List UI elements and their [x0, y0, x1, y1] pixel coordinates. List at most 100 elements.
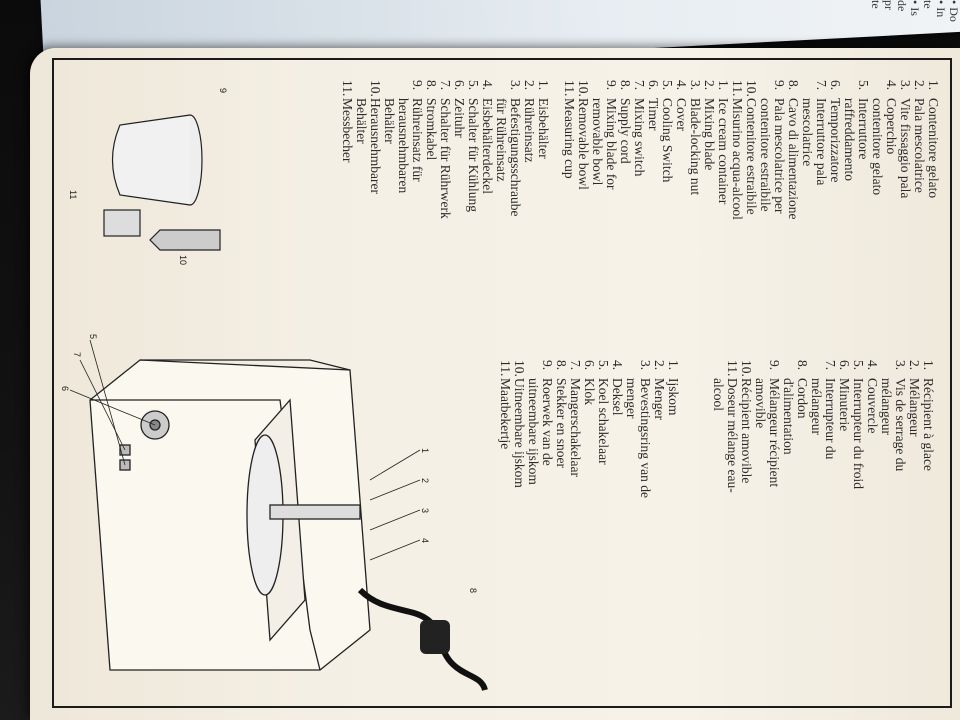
list-item: 9. Pala mescolatrice per	[772, 80, 787, 220]
item-text: Bevestingsring van de	[638, 378, 653, 498]
item-text: Uitneembare ijskom	[512, 378, 527, 488]
list-item: 9.Mélangeur récipient	[767, 360, 782, 493]
item-number	[842, 80, 856, 98]
list-item: 10.Contenitore estraibile	[744, 80, 759, 220]
list-item: menger	[624, 360, 639, 498]
item-text: Blade-locking nut	[688, 98, 703, 196]
list-item: 2. Menger	[652, 360, 667, 498]
item-text: Koel schakelaar	[596, 378, 611, 465]
item-number	[753, 360, 767, 378]
item-number	[809, 360, 823, 378]
list-item: 11.Misurino acqua-alcool	[730, 80, 745, 220]
list-item: mélangeur	[879, 360, 894, 493]
item-text: Schalter für Rührwerk	[438, 98, 453, 219]
item-text: Cover	[674, 98, 689, 131]
item-text: contenitore gelato	[870, 98, 885, 196]
list-item: 10.Herausnehmbarer	[368, 80, 383, 219]
item-text: Mixing blade for	[604, 98, 619, 190]
item-number	[354, 80, 368, 98]
list-item: contenitore estraibile	[758, 80, 773, 220]
label-6: 6	[60, 386, 70, 391]
item-number: 9.	[540, 360, 555, 371]
list-item: 3. Blade-locking nut	[688, 80, 703, 204]
item-number: 7.	[568, 360, 583, 371]
item-number: 10.	[368, 80, 383, 97]
list-item: 11.Doseur mélange eau-	[725, 360, 740, 493]
item-text: Coperchio	[884, 98, 899, 155]
item-number: 1.	[536, 80, 551, 91]
item-number: 8.	[618, 80, 633, 91]
list-item: removable bowl	[590, 80, 605, 204]
list-item: 11.Messbecher	[340, 80, 355, 219]
item-number: 9.	[772, 80, 787, 91]
item-number: 7.	[814, 80, 829, 91]
item-text: Eisbehälterdeckel	[480, 98, 495, 194]
list-item: 7.Mangerschakelaar	[568, 360, 583, 498]
item-number: 7.	[632, 80, 647, 91]
item-number	[590, 80, 604, 98]
item-text: Interruttore	[856, 98, 871, 160]
item-number: 2.	[652, 360, 667, 371]
item-text: Ice cream container	[716, 98, 731, 205]
list-item: 11.Measuring cup	[562, 80, 577, 204]
item-text: Befestigungsschraube	[508, 98, 523, 217]
item-text: Contenitore estraibile	[744, 98, 759, 215]
list-item: 3.Vite fissaggio pala	[898, 80, 913, 220]
label-10: 10	[178, 255, 188, 265]
item-text: Mélangeur récipient	[767, 378, 782, 488]
item-number: 11.	[498, 360, 513, 377]
list-item: 8.Cavo di alimentazione	[786, 80, 801, 220]
item-number: 3.	[508, 80, 523, 91]
item-number: 4.	[610, 360, 625, 371]
item-number: 3.	[688, 80, 703, 91]
item-text: mélangeur	[879, 378, 894, 435]
item-number: 3.	[638, 360, 653, 371]
list-item: 2.Rühreinsatz	[522, 80, 537, 219]
list-item: d'alimentation	[781, 360, 796, 493]
item-number	[526, 360, 540, 378]
list-item: 1.Contenitore gelato	[926, 80, 941, 220]
list-item: 6.Zeituhr	[452, 80, 467, 219]
item-text: mescolatrice	[800, 98, 815, 167]
item-text: Behälter	[354, 98, 369, 144]
list-item: 3.Vis de serrage du	[893, 360, 908, 493]
item-number: 10.	[512, 360, 527, 377]
list-item: 1.Récipient à glace	[921, 360, 936, 493]
list-item: 4. Cover	[674, 80, 689, 204]
item-number	[758, 80, 772, 98]
list-item: 5.Cooling Switch	[660, 80, 675, 204]
item-number	[800, 80, 814, 98]
item-number: 9.	[604, 80, 619, 91]
list-item: 7.Schalter für Rührwerk	[438, 80, 453, 219]
item-text: Eisbehälter	[536, 98, 551, 159]
item-number: 10.	[576, 80, 591, 97]
item-text: Schalter für Kühlung	[466, 98, 481, 212]
item-number: 4.	[674, 80, 689, 91]
list-item: 8.Stromkabel	[424, 80, 439, 219]
item-text: Menger	[652, 378, 667, 420]
item-text: Measuring cup	[562, 98, 577, 179]
item-text: d'alimentation	[781, 378, 796, 455]
item-number: 9.	[410, 80, 425, 91]
label-7: 7	[72, 352, 82, 357]
item-text: Cavo di alimentazione	[786, 98, 801, 220]
item-number	[711, 360, 725, 378]
item-text: Interrupteur du froid	[851, 378, 866, 489]
list-item: 6.Minuterie	[837, 360, 852, 493]
item-text: Pala mescolatrice per	[772, 98, 787, 214]
item-text: removable bowl	[590, 98, 605, 186]
item-text: Removable bowl	[576, 98, 591, 190]
item-text: mélangeur	[809, 378, 824, 435]
list-item: 10.Removable bowl	[576, 80, 591, 204]
list-item: amovible	[753, 360, 768, 493]
item-text: Maatbekertje	[498, 378, 513, 450]
measuring-cup	[103, 209, 141, 237]
list-item: 10.Récipient amovible	[739, 360, 754, 493]
label-5: 5	[88, 334, 98, 339]
item-number	[382, 80, 396, 98]
item-number: 11.	[562, 80, 577, 97]
label-9: 9	[218, 88, 228, 93]
